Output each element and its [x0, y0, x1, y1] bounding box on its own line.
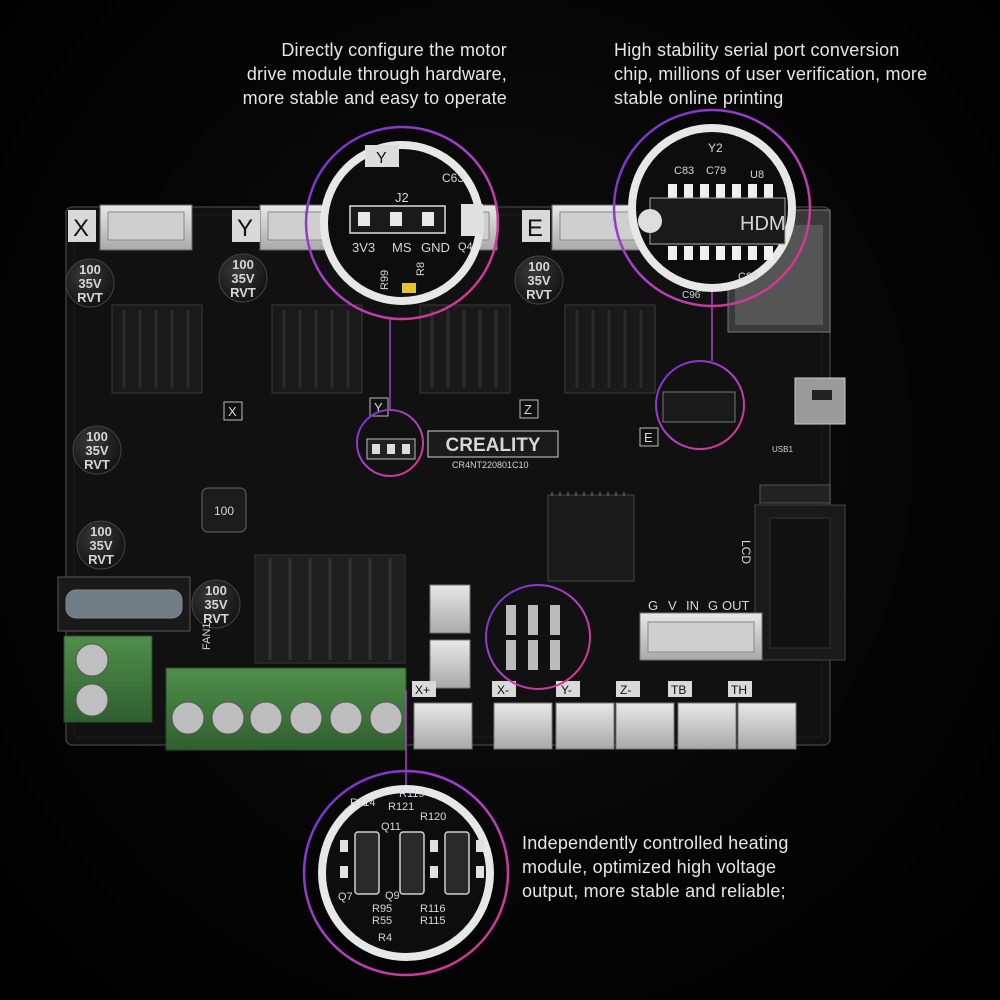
- cap-text: RVT: [84, 457, 110, 472]
- cap-text: 35V: [85, 443, 108, 458]
- magnifier-jumper: Y C63 J2 3V3 MS GND Q4 R99 R8: [304, 125, 500, 321]
- caption-line: Independently controlled heating: [522, 833, 789, 853]
- jumper-label: J2: [395, 190, 409, 205]
- heat-label: R55: [372, 915, 392, 927]
- c63-label: C63: [442, 171, 464, 185]
- lcd-label: LCD: [739, 540, 753, 564]
- cap-text: 35V: [89, 538, 112, 553]
- c79-label: C79: [706, 165, 726, 177]
- power-pin-label: G: [708, 598, 718, 613]
- cap-text: 35V: [204, 597, 227, 612]
- cap-text: RVT: [88, 552, 114, 567]
- cap-text: 100: [528, 259, 550, 274]
- heat-label: Q11: [381, 821, 401, 833]
- heat-label: R119: [399, 788, 424, 800]
- endstop-label: X-: [497, 683, 509, 697]
- caption-line: chip, millions of user verification, mor…: [614, 64, 928, 84]
- cap-text: RVT: [203, 611, 229, 626]
- cap-text: 100: [79, 262, 101, 277]
- cap-text: 100: [205, 583, 227, 598]
- caption-line: stable online printing: [614, 88, 784, 108]
- driver-label-x: X: [228, 404, 237, 419]
- y2-label: Y2: [708, 141, 723, 155]
- power-pin-label: OUT: [722, 598, 750, 613]
- jumper-pin-gnd: GND: [421, 240, 450, 255]
- r99-label: R99: [379, 270, 391, 290]
- cap-text: 100: [86, 429, 108, 444]
- caption-heating-module: Independently controlled heating module,…: [522, 831, 852, 903]
- usb-label: USB1: [772, 445, 793, 454]
- caption-line: module, optimized high voltage: [522, 857, 777, 877]
- chip-marking: HDM: [740, 213, 786, 235]
- c85-label: C85: [738, 271, 758, 283]
- axis-label-y: Y: [237, 215, 253, 242]
- endstop-label: TH: [731, 683, 747, 697]
- cap-text: RVT: [230, 285, 256, 300]
- heat-label: R115: [420, 915, 445, 927]
- q4-label: Q4: [458, 241, 473, 253]
- heat-label: R121: [388, 801, 414, 813]
- power-pin-label: IN: [686, 598, 699, 613]
- driver-label-e: E: [644, 430, 653, 445]
- endstop-connectors: [413, 702, 797, 750]
- heat-label: Q9: [385, 890, 400, 902]
- cap-text: 35V: [78, 276, 101, 291]
- driver-label-y: Y: [374, 400, 383, 415]
- u8-label: U8: [750, 169, 764, 181]
- heat-label: R120: [420, 811, 446, 823]
- r8-label: R8: [415, 262, 427, 276]
- heat-label: R4: [378, 932, 392, 944]
- jumper-pin-3v3: 3V3: [352, 240, 375, 255]
- cap-text: 35V: [527, 273, 550, 288]
- caption-serial-chip: High stability serial port conversion ch…: [614, 38, 974, 110]
- axis-label-e: E: [527, 215, 543, 242]
- fan-label: FAN1: [201, 622, 213, 650]
- c83-label: C83: [674, 165, 694, 177]
- endstop-label: Z-: [620, 683, 631, 697]
- endstop-label: X+: [415, 683, 430, 697]
- highlight-serial-small: [655, 360, 745, 450]
- driver-label-z: Z: [524, 402, 532, 417]
- heat-label: Q7: [338, 891, 353, 903]
- power-input-terminal: [63, 635, 153, 723]
- brand-logo: CREALITY: [446, 435, 541, 456]
- heat-label: R116: [420, 903, 445, 915]
- jumper-pin-ms: MS: [392, 240, 412, 255]
- cap-text: 100: [232, 257, 254, 272]
- inductor-label: 100: [214, 504, 234, 518]
- endstop-label: TB: [671, 683, 686, 697]
- caption-line: more stable and easy to operate: [242, 88, 507, 108]
- cap-text: RVT: [77, 290, 103, 305]
- magnifier-heating: R119 R121 R120 R114 Q11 Q9 Q7 R95 R55 R1…: [302, 769, 510, 977]
- inductor: [201, 487, 247, 533]
- output-terminal-block: [165, 667, 407, 751]
- axis-label-x: X: [73, 215, 89, 242]
- cap-text: 100: [90, 524, 112, 539]
- power-pin-label: G: [648, 598, 658, 613]
- board-model: CR4NT220801C10: [452, 460, 529, 470]
- magnifier-serial: Y2 C83 C79 U8 HDM C85 C96: [612, 108, 812, 308]
- capacitors: [65, 253, 564, 629]
- highlight-heat-small: [485, 584, 591, 690]
- power-pin-label: V: [668, 598, 677, 613]
- caption-line: Directly configure the motor: [281, 40, 507, 60]
- endstop-label: Y-: [561, 683, 572, 697]
- heat-label: R95: [372, 903, 392, 915]
- caption-line: High stability serial port conversion: [614, 40, 900, 60]
- cap-text: 35V: [231, 271, 254, 286]
- caption-line: drive module through hardware,: [246, 64, 507, 84]
- caption-line: output, more stable and reliable;: [522, 881, 786, 901]
- c96-label: C96: [682, 290, 701, 301]
- mcu-chip: [547, 494, 635, 582]
- caption-motor-driver: Directly configure the motor drive modul…: [150, 38, 507, 110]
- cap-text: RVT: [526, 287, 552, 302]
- svg-text:Y: Y: [376, 150, 387, 167]
- usb-port: [794, 377, 846, 425]
- heat-label: R114: [350, 797, 375, 809]
